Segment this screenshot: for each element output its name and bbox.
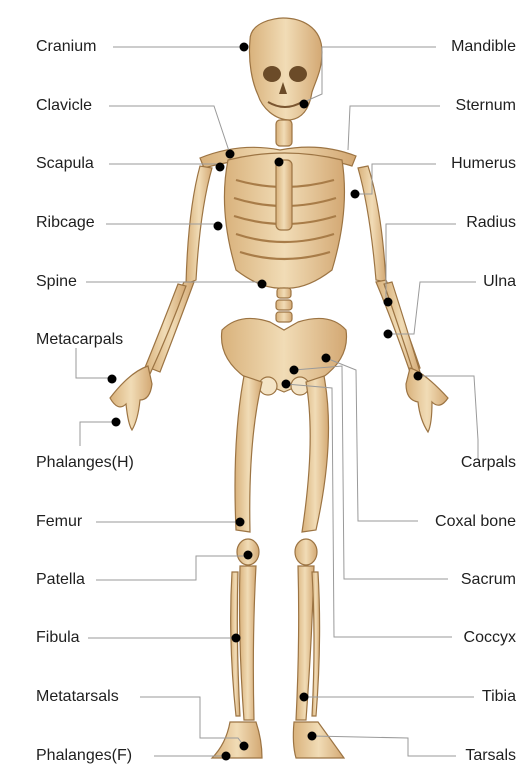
label-sternum: Sternum bbox=[456, 97, 516, 115]
label-fibula: Fibula bbox=[36, 629, 80, 647]
label-coxal-bone: Coxal bone bbox=[435, 513, 516, 531]
spine-shape bbox=[276, 288, 292, 322]
label-coccyx: Coccyx bbox=[464, 629, 516, 647]
label-carpals: Carpals bbox=[461, 454, 516, 472]
label-metacarpals: Metacarpals bbox=[36, 331, 123, 349]
label-radius: Radius bbox=[466, 214, 516, 232]
label-clavicle: Clavicle bbox=[36, 97, 92, 115]
label-spine: Spine bbox=[36, 273, 77, 291]
label-mandible: Mandible bbox=[451, 38, 516, 56]
label-phalanges-hand: Phalanges(H) bbox=[36, 454, 134, 472]
label-cranium: Cranium bbox=[36, 38, 96, 56]
label-femur: Femur bbox=[36, 513, 82, 531]
label-phalanges-foot: Phalanges(F) bbox=[36, 747, 132, 765]
label-ulna: Ulna bbox=[483, 273, 516, 291]
label-tibia: Tibia bbox=[482, 688, 516, 706]
label-metatarsals: Metatarsals bbox=[36, 688, 119, 706]
label-humerus: Humerus bbox=[451, 155, 516, 173]
label-scapula: Scapula bbox=[36, 155, 94, 173]
skeleton-figure bbox=[110, 18, 448, 758]
label-patella: Patella bbox=[36, 571, 85, 589]
label-ribcage: Ribcage bbox=[36, 214, 95, 232]
label-tarsals: Tarsals bbox=[465, 747, 516, 765]
label-sacrum: Sacrum bbox=[461, 571, 516, 589]
skull-shape bbox=[249, 18, 322, 120]
